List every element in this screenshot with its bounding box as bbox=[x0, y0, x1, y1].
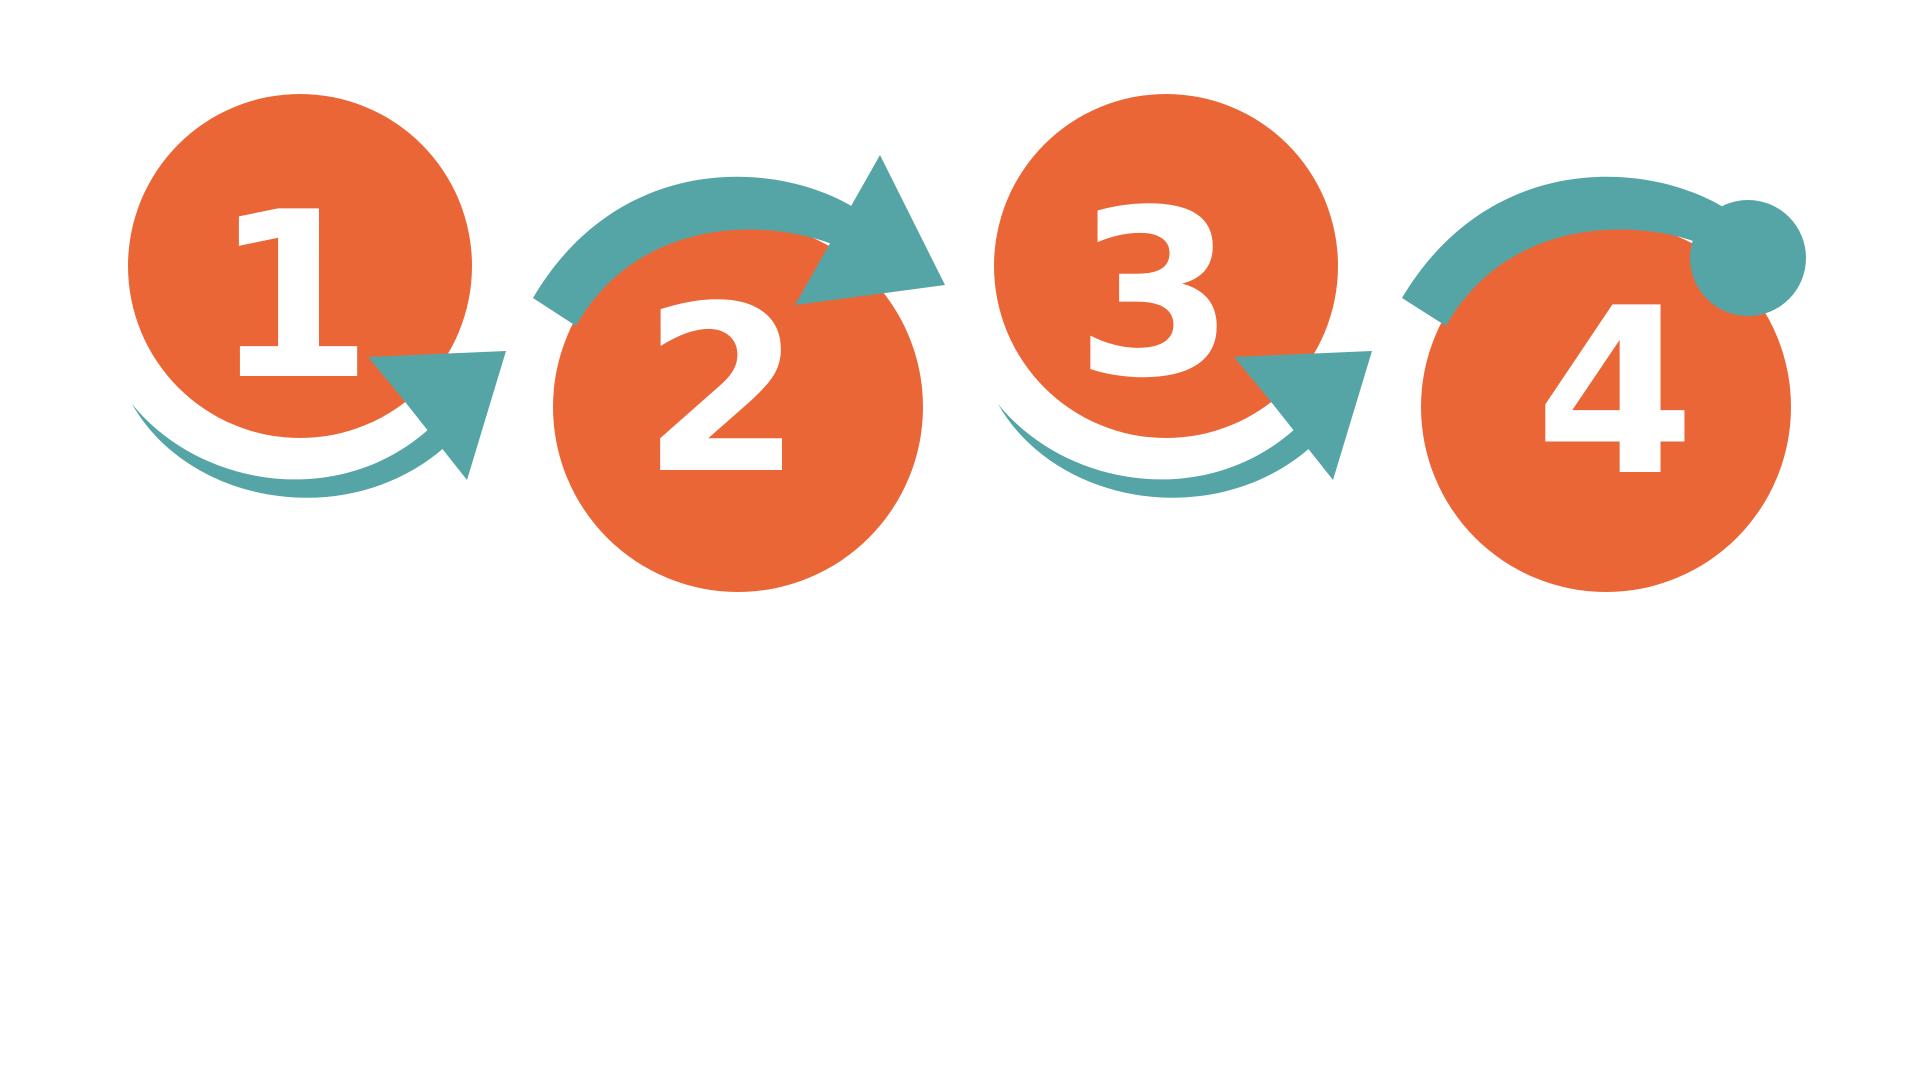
step-circle bbox=[128, 94, 472, 438]
step-number: 3 bbox=[1075, 162, 1235, 429]
step-circle bbox=[553, 222, 923, 592]
step-number: 4 bbox=[1535, 260, 1695, 527]
step-number: 1 bbox=[213, 164, 373, 431]
arrow-head bbox=[795, 155, 945, 305]
arrow-head bbox=[368, 351, 506, 480]
step-circle bbox=[1421, 222, 1791, 592]
step-2: 2 bbox=[533, 155, 945, 592]
arrow-band bbox=[1402, 176, 1728, 326]
step-circle bbox=[994, 94, 1338, 438]
arrow-head bbox=[1234, 351, 1372, 480]
arrow-band bbox=[998, 404, 1312, 498]
dot-icon bbox=[1690, 200, 1806, 316]
step-3: 3 bbox=[994, 94, 1372, 498]
step-1: 1 bbox=[128, 94, 506, 498]
arrow-band bbox=[533, 176, 858, 326]
arrow-band bbox=[132, 404, 446, 498]
step-4: 4 bbox=[1402, 176, 1806, 592]
step-number: 2 bbox=[642, 258, 802, 525]
